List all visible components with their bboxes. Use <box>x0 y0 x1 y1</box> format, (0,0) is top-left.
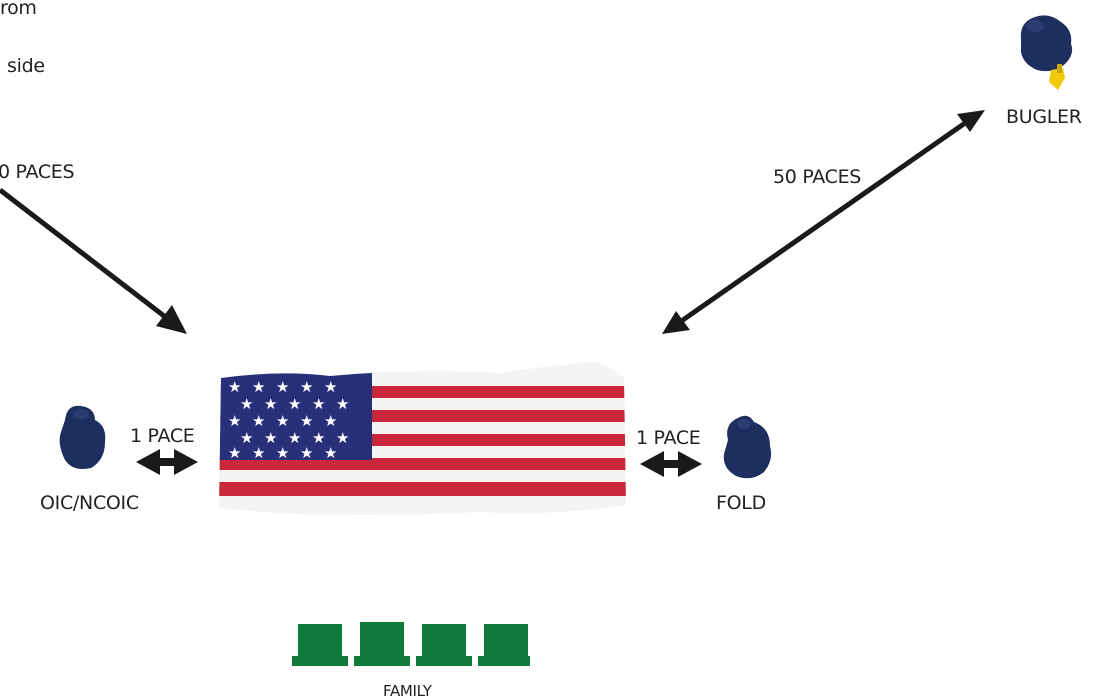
svg-text:★: ★ <box>276 444 289 462</box>
svg-text:★: ★ <box>252 378 265 396</box>
family-chairs <box>288 620 538 670</box>
oic-figure-icon <box>55 402 111 474</box>
right-distance-label: 50 PACES <box>773 168 861 187</box>
svg-text:★: ★ <box>276 412 289 430</box>
left-distance-label: 0 PACES <box>0 163 74 182</box>
svg-text:★: ★ <box>252 444 265 462</box>
svg-text:★: ★ <box>264 395 277 413</box>
family-chair-icon <box>416 624 472 666</box>
svg-text:★: ★ <box>228 378 241 396</box>
svg-text:★: ★ <box>228 444 241 462</box>
svg-text:★: ★ <box>336 429 349 447</box>
svg-text:★: ★ <box>240 395 253 413</box>
bugler-figure-icon <box>1013 12 1083 92</box>
svg-text:★: ★ <box>300 444 313 462</box>
svg-text:★: ★ <box>312 395 325 413</box>
svg-text:★: ★ <box>324 444 337 462</box>
svg-text:★: ★ <box>336 395 349 413</box>
svg-text:★: ★ <box>324 412 337 430</box>
family-label: FAMILY <box>383 684 432 699</box>
oic-label: OIC/NCOIC <box>40 494 139 513</box>
fold-label: FOLD <box>716 494 766 513</box>
svg-text:★: ★ <box>288 395 301 413</box>
family-chair-icon <box>354 622 410 666</box>
fold-figure-icon <box>716 412 778 484</box>
right-pace-label: 1 PACE <box>636 429 701 448</box>
left-pace-label: 1 PACE <box>130 427 195 446</box>
bugler-label: BUGLER <box>1006 108 1082 127</box>
svg-text:★: ★ <box>300 378 313 396</box>
svg-text:★: ★ <box>324 378 337 396</box>
svg-text:★: ★ <box>252 412 265 430</box>
svg-text:★: ★ <box>276 378 289 396</box>
family-chair-icon <box>478 624 530 666</box>
svg-text:★: ★ <box>300 412 313 430</box>
family-chair-icon <box>292 624 348 666</box>
svg-text:★: ★ <box>228 412 241 430</box>
